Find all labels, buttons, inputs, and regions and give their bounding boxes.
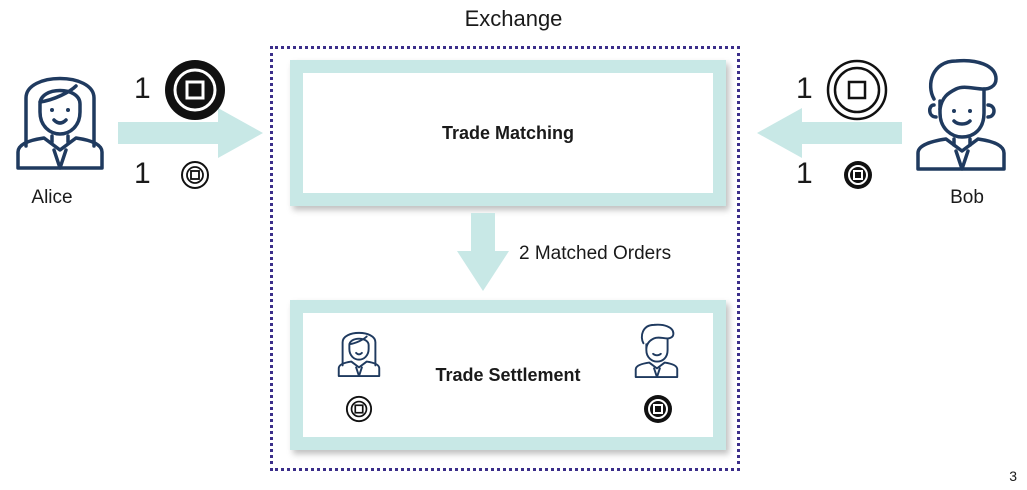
trade-matching-label: Trade Matching [441, 123, 575, 143]
settlement-bob-coin-icon [644, 395, 672, 423]
settlement-alice-icon [337, 331, 381, 377]
exchange-boundary [270, 46, 740, 471]
bob-arrow [757, 108, 902, 158]
settlement-alice-coin-icon [345, 395, 373, 423]
alice-large-coin-qty: 1 [134, 72, 151, 105]
alice-small-coin-icon [181, 161, 209, 189]
alice-small-coin-qty: 1 [134, 157, 151, 190]
alice-arrow [118, 108, 263, 158]
page-number: 3 [1009, 468, 1017, 484]
exchange-title: Exchange [464, 6, 563, 31]
bob-small-coin-qty: 1 [796, 157, 813, 190]
trade-matching-box: Trade Matching [290, 60, 726, 206]
bob-small-coin-icon [844, 161, 872, 189]
matched-orders-label: 2 Matched Orders [519, 243, 672, 264]
alice-large-coin-icon [165, 60, 225, 120]
bob-large-coin-qty: 1 [796, 72, 813, 105]
trade-settlement-box: Trade Settlement [290, 300, 726, 450]
matched-orders-arrow [457, 213, 509, 291]
bob-icon [916, 58, 1006, 171]
trade-settlement-label: Trade Settlement [435, 365, 581, 385]
bob-large-coin-icon [826, 59, 888, 121]
alice-label: Alice [31, 187, 73, 208]
settlement-bob-icon [634, 323, 679, 378]
bob-label: Bob [950, 187, 984, 208]
alice-icon [16, 76, 104, 170]
